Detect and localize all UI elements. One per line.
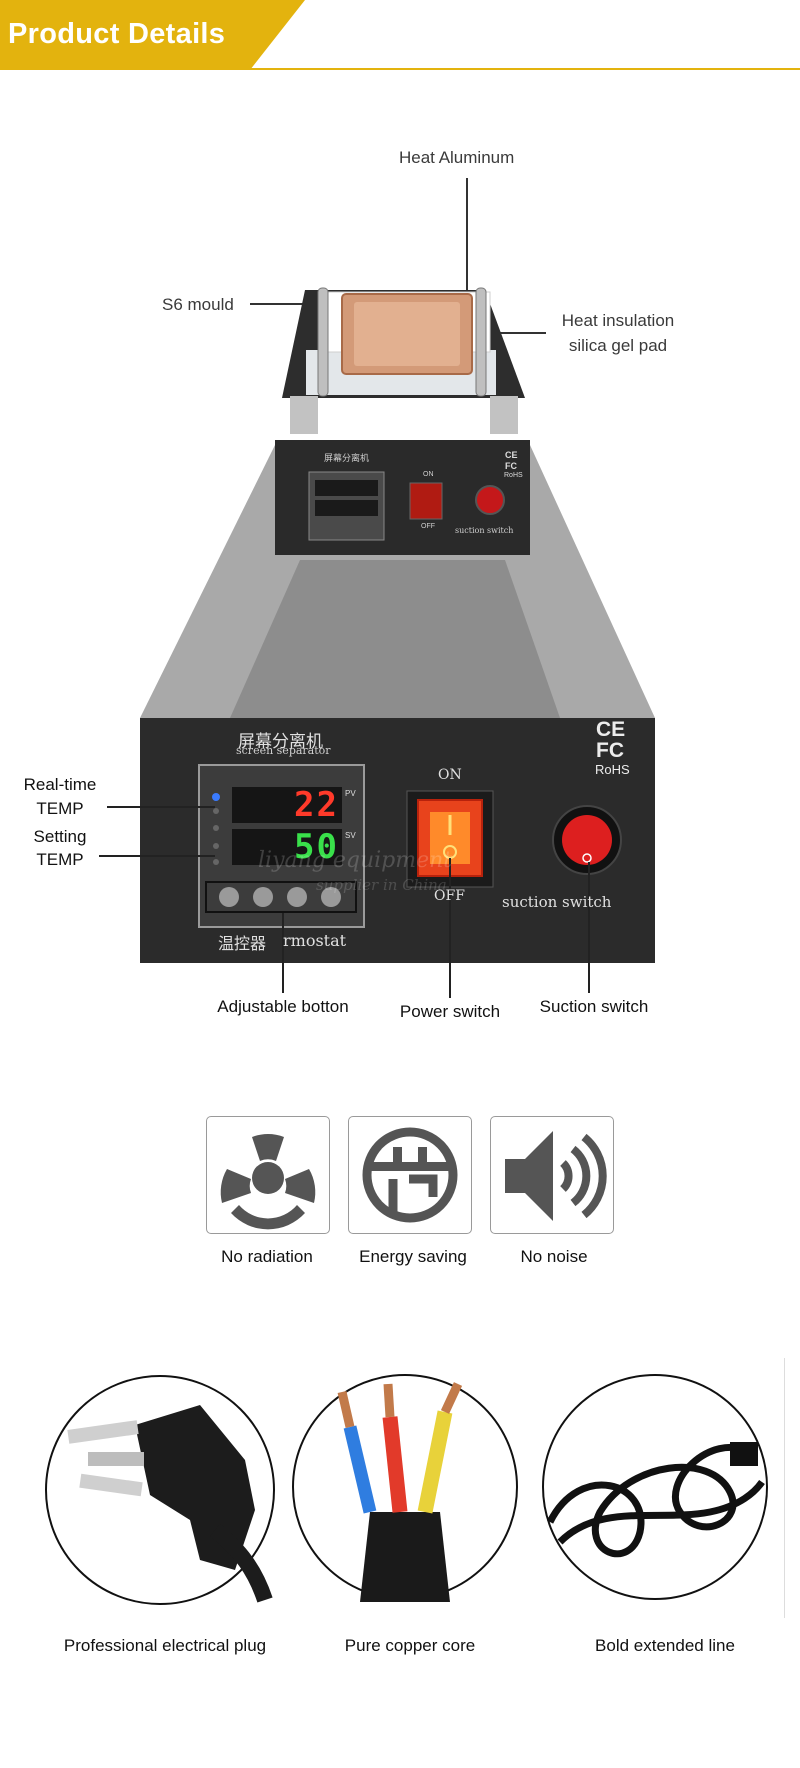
pv-tag: PV	[345, 789, 356, 798]
zoom-suction-label: suction switch	[502, 893, 612, 911]
small-fc-mark: FC	[505, 461, 517, 471]
sv-display: 50	[294, 827, 339, 867]
zoom-on-label: ON	[438, 767, 462, 783]
adjustable-button-label: Adjustable botton	[217, 997, 349, 1016]
realtime-temp-label-line1: Real-time	[23, 775, 97, 794]
copper-core-photo	[292, 1374, 518, 1602]
setting-temp-label-line2: TEMP	[36, 850, 84, 869]
energy-saving-icon	[362, 1127, 458, 1223]
heat-insulation-label-line2: silica gel pad	[568, 336, 668, 355]
watermark-line2: supplier in China	[316, 876, 447, 894]
small-panel-title: 屏幕分离机	[324, 454, 370, 464]
feature-card-no-radiation	[206, 1116, 330, 1234]
zoom-off-label: OFF	[434, 888, 465, 904]
small-on-label: ON	[423, 471, 434, 478]
feature-label-no-radiation: No radiation	[221, 1247, 313, 1266]
speaker-icon	[505, 1131, 607, 1221]
plug-photo	[45, 1375, 275, 1605]
feature-label-no-noise: No noise	[520, 1247, 588, 1266]
machine-illustration	[99, 178, 655, 998]
zoom-rohs-mark: RoHS	[595, 762, 630, 777]
feature-label-energy-saving: Energy saving	[359, 1247, 467, 1266]
feature-card-no-noise	[490, 1116, 614, 1234]
power-switch-label: Power switch	[399, 1002, 501, 1021]
cable-coil-photo	[542, 1374, 768, 1600]
realtime-temp-label-line2: TEMP	[36, 799, 84, 818]
thermostat-label-cn: 温控器	[218, 934, 267, 953]
heat-insulation-label-line1: Heat insulation	[561, 311, 675, 330]
heat-aluminum-label: Heat Aluminum	[399, 148, 515, 167]
small-off-label: OFF	[421, 523, 435, 530]
zoom-fc-mark: FC	[596, 739, 624, 762]
small-suction-label: suction switch	[455, 526, 514, 535]
cable-label-copper: Pure copper core	[344, 1636, 476, 1655]
zoom-panel-title-en: screen separator	[236, 744, 331, 757]
header-banner	[0, 0, 800, 70]
pv-display: 22	[294, 785, 339, 825]
watermark-line1: liyang equipment	[258, 848, 453, 873]
zoom-panel-title-cn: 屏幕分离机	[238, 732, 323, 752]
small-ce-mark: CE	[505, 450, 518, 460]
sv-tag: SV	[345, 831, 356, 840]
radiation-icon	[220, 1134, 316, 1230]
suction-switch-label: Suction switch	[539, 997, 649, 1016]
suction-switch-knob	[562, 815, 612, 865]
small-rohs-mark: RoHS	[504, 472, 523, 479]
setting-temp-label-line1: Setting	[33, 827, 87, 846]
cable-label-extended: Bold extended line	[595, 1636, 735, 1655]
thermostat-label-en: rmostat	[283, 931, 347, 950]
right-edge-divider	[784, 1358, 800, 1618]
adjustable-buttons-frame	[205, 881, 357, 913]
zoom-ce-mark: CE	[596, 718, 626, 741]
cable-label-plug: Professional electrical plug	[63, 1636, 267, 1655]
page-title: Product Details	[8, 18, 226, 50]
feature-card-energy-saving	[348, 1116, 472, 1234]
s6-mould-label: S6 mould	[162, 295, 234, 314]
